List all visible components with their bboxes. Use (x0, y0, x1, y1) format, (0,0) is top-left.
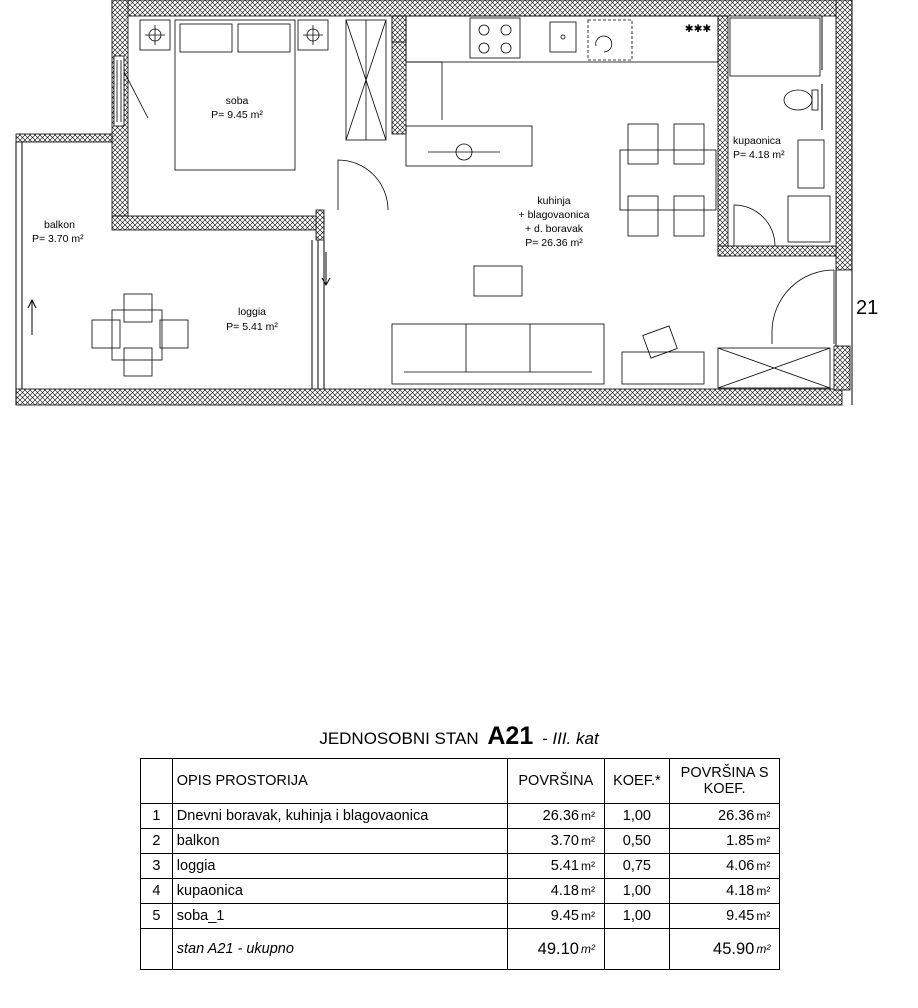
table-title: JEDNOSOBNI STAN A21 - III. kat (0, 722, 918, 751)
room-name-kuhinja-1: kuhinja (537, 195, 570, 207)
title-prefix: JEDNOSOBNI STAN (319, 729, 479, 748)
room-name-loggia: loggia (238, 306, 266, 318)
wall-bathroom-left (717, 15, 729, 257)
bed (174, 19, 296, 171)
table-row: 4 kupaonica 4.18 m² 1,00 4.18 m² (140, 878, 781, 904)
header-koef: KOEF.* (603, 758, 671, 804)
wall-bottom (15, 388, 843, 406)
table-header-row: OPIS PROSTORIJA POVRŠINA KOEF.* POVRŠINA… (140, 758, 780, 804)
table-row: 1 Dnevni boravak, kuhinja i blagovaonica… (140, 803, 781, 829)
sliding-door-arrows (27, 252, 331, 335)
table-row: 3 loggia 5.41 m² 0,75 4.06 m² (140, 853, 781, 879)
room-name-soba: soba (226, 95, 249, 107)
tv-unit (621, 351, 705, 385)
loggia-furniture (91, 293, 189, 377)
wall-bathroom-bottom (717, 245, 843, 257)
room-area-loggia: P= 5.41 m² (226, 321, 278, 333)
wall-top (111, 0, 853, 17)
floor-plan: soba P= 9.45 m² balkon P= 3.70 m² loggia… (15, 0, 878, 406)
room-area-soba: P= 9.45 m² (211, 109, 263, 121)
nightstand-right (297, 19, 329, 51)
nightstand-left (139, 19, 171, 51)
room-labels: soba P= 9.45 m² balkon P= 3.70 m² loggia… (32, 23, 878, 333)
hob (469, 17, 521, 59)
toilet (783, 89, 813, 111)
header-area-koef: POVRŠINA S KOEF. (669, 758, 780, 804)
washbasin (797, 139, 825, 189)
title-suffix: - III. kat (541, 729, 599, 748)
table-row: 5 soba_1 9.45 m² 1,00 9.45 m² (140, 903, 781, 929)
room-area-balkon: P= 3.70 m² (32, 233, 84, 245)
room-name-kupaonica: kupaonica (733, 135, 781, 147)
room-area-kuhinja: P= 26.36 m² (525, 237, 583, 249)
entrance-door (771, 269, 835, 344)
table-row: 2 balkon 3.70 m² 0,50 1.85 m² (140, 828, 781, 854)
bedroom-furniture (139, 19, 387, 171)
bedroom-door (337, 159, 389, 211)
title-code: A21 (487, 722, 534, 750)
wall-kitchen-top-edge (391, 15, 407, 43)
wall-right (835, 0, 853, 271)
door-number: 21 (856, 297, 878, 319)
dishwasher (587, 19, 633, 61)
total-label: stan A21 - ukupno (171, 928, 509, 970)
wall-bedroom-bottom (111, 215, 325, 231)
kitchen-island (405, 125, 533, 167)
kitchen-furniture (391, 15, 831, 389)
room-area-kupaonica: P= 4.18 m² (733, 149, 785, 161)
wall-bedroom-right-lower (315, 209, 325, 241)
coffee-table (473, 265, 523, 297)
room-name-kuhinja-3: + d. boravak (525, 223, 584, 235)
wall-balcony-top (15, 133, 113, 143)
entrance-closet (717, 347, 831, 389)
shower (729, 17, 821, 77)
dining-table (619, 149, 717, 211)
header-name: OPIS PROSTORIJA (171, 758, 509, 804)
doors (113, 55, 835, 344)
outline-lines (15, 0, 853, 405)
area-table: OPIS PROSTORIJA POVRŠINA KOEF.* POVRŠINA… (140, 758, 781, 970)
bathroom-furniture (729, 17, 831, 243)
terrace-table (111, 309, 163, 361)
room-name-balkon: balkon (44, 219, 75, 231)
walls (15, 0, 853, 406)
hob-mark: ✱✱✱ (685, 23, 712, 35)
sink (549, 21, 577, 53)
total-area: 49.10 (507, 928, 580, 970)
washing-machine (787, 195, 831, 243)
wall-right-lower (833, 345, 851, 391)
total-area-koef: 45.90 (669, 928, 756, 970)
table-total-row: stan A21 - ukupno 49.10 m² 45.90 m² (140, 928, 781, 970)
kitchen-counter (405, 15, 719, 63)
sofa (391, 323, 605, 385)
bathroom-door (733, 204, 776, 247)
header-area: POVRŠINA (507, 758, 605, 804)
room-name-kuhinja-2: + blagovaonica (519, 209, 590, 221)
